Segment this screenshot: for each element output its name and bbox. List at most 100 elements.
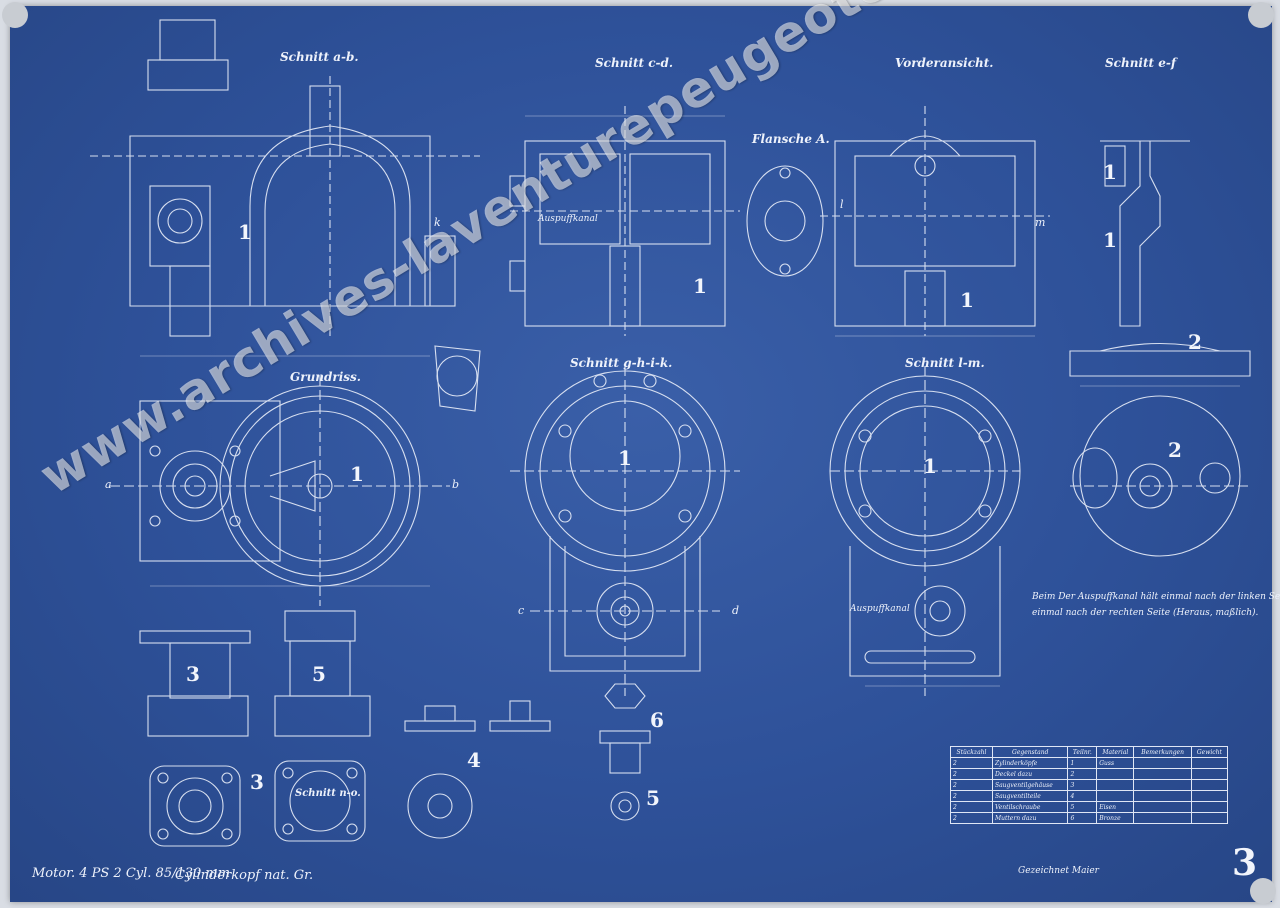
table-header-cell: Teilnr.: [1067, 746, 1098, 758]
part-number-6: 6: [650, 708, 664, 732]
sheet-number: 3: [1232, 842, 1258, 884]
part3-plan-drawing: [149, 765, 241, 847]
table-header-cell: Bemerkungen: [1133, 746, 1192, 758]
table-row: 2 Saugventilteile 4: [950, 790, 1229, 802]
section-ab-drawing: [90, 19, 481, 412]
footer-motor-spec: Motor. 4 PS 2 Cyl. 85/130 mm: [32, 866, 231, 881]
table-header-cell: Gewicht: [1190, 746, 1229, 758]
table-header-row: Stückzahl Gegenstand Teilnr. Material Be…: [950, 746, 1229, 758]
part-number-3: 3: [186, 662, 200, 686]
table-cell: Zylinderköpfe: [991, 757, 1069, 769]
part4-drawing: [404, 700, 551, 839]
view-title-section-lm: Schnitt l-m.: [905, 356, 985, 370]
part5-elevation-drawing: [274, 610, 371, 737]
part-number-2: 2: [1188, 330, 1202, 354]
table-cell: [1190, 768, 1229, 780]
view-title-section-cd: Schnitt c-d.: [595, 56, 674, 70]
label-auspuffkanal: Auspuffkanal: [538, 214, 598, 224]
part-number-1: 1: [960, 288, 974, 312]
table-cell: [1190, 801, 1229, 813]
table-cell: [1096, 790, 1135, 802]
part-number-5: 5: [312, 662, 326, 686]
section-letter-b: b: [452, 478, 460, 491]
part-number-1: 1: [238, 220, 252, 244]
note-line-1: Beim Der Auspuffkanal hält einmal nach d…: [1032, 592, 1280, 602]
table-cell: [1133, 801, 1192, 813]
view-title-plan: Grundriss.: [290, 370, 361, 384]
table-row: 2 Deckel dazu 2: [950, 768, 1229, 780]
part-number-1: 1: [923, 454, 937, 478]
label-auspuffkanal: Auspuffkanal: [850, 604, 910, 614]
technical-drawing: [90, 19, 1251, 847]
table-cell: [1190, 812, 1229, 824]
pushpin-icon: [1248, 2, 1274, 28]
table-header-cell: Material: [1096, 746, 1135, 758]
pushpin-icon: [2, 2, 28, 28]
table-cell: Muttern dazu: [991, 812, 1069, 824]
section-letter-d: d: [732, 604, 740, 617]
blueprint-sheet: Schnitt a-b. Schnitt c-d. Vorderansicht.…: [10, 0, 1280, 902]
table-row: 2 Saugventilgehäuse 3: [950, 779, 1229, 791]
section-letter-a: a: [105, 478, 112, 491]
front-view-drawing: [820, 106, 1050, 336]
part5-plan-drawing: [274, 760, 366, 842]
footer-signature: Gezeichnet Maier: [1018, 866, 1099, 876]
table-row: 2 Muttern dazu 6 Bronze: [950, 812, 1229, 824]
view-title-section-ab: Schnitt a-b.: [280, 50, 359, 64]
table-cell: 2: [950, 812, 993, 824]
table-cell: [1096, 768, 1135, 780]
table-cell: [1190, 779, 1229, 791]
table-cell: 4: [1067, 790, 1098, 802]
part-number-1: 1: [1103, 160, 1117, 184]
table-cell: 2: [950, 790, 993, 802]
section-cd-drawing: [509, 106, 740, 336]
table-cell: [1133, 812, 1192, 824]
table-cell: 2: [1067, 768, 1098, 780]
table-cell: 2: [950, 768, 993, 780]
view-title-section-no: Schnitt n-o.: [295, 788, 361, 799]
table-row: 2 Ventilschraube 5 Eisen: [950, 801, 1229, 813]
table-cell: Guss: [1096, 757, 1135, 769]
view-title-flange: Flansche A.: [752, 132, 830, 146]
part-number-5: 5: [646, 786, 660, 810]
table-cell: 1: [1067, 757, 1098, 769]
table-cell: [1190, 757, 1229, 769]
part-number-1: 1: [1103, 228, 1117, 252]
pushpin-icon: [1250, 878, 1276, 904]
table-cell: 6: [1067, 812, 1098, 824]
parts-list-table: Stückzahl Gegenstand Teilnr. Material Be…: [950, 746, 1229, 824]
table-cell: [1133, 768, 1192, 780]
table-cell: Deckel dazu: [991, 768, 1069, 780]
table-cell: 2: [950, 757, 993, 769]
part3-elevation-drawing: [139, 630, 251, 737]
view-title-section-ghik: Schnitt g-h-i-k.: [570, 356, 673, 370]
table-cell: [1133, 757, 1192, 769]
table-cell: 2: [950, 779, 993, 791]
section-ghik-drawing: [510, 366, 740, 696]
part-number-1: 1: [350, 462, 364, 486]
note-line-2: einmal nach der rechten Seite (Heraus, m…: [1032, 608, 1259, 618]
table-cell: [1133, 790, 1192, 802]
table-cell: [1096, 779, 1135, 791]
part-number-4: 4: [467, 748, 481, 772]
table-cell: 3: [1067, 779, 1098, 791]
footer-drawing-title: Cylinderkopf nat. Gr.: [175, 868, 314, 883]
section-letter-k: k: [434, 216, 441, 229]
view-title-front-view: Vorderansicht.: [895, 56, 994, 70]
table-cell: 2: [950, 801, 993, 813]
part-number-2: 2: [1168, 438, 1182, 462]
table-cell: Bronze: [1096, 812, 1135, 824]
part-number-3: 3: [250, 770, 264, 794]
table-row: 2 Zylinderköpfe 1 Guss: [950, 757, 1229, 769]
flange-drawing: [746, 165, 824, 277]
table-cell: Saugventilteile: [991, 790, 1069, 802]
part6-drawing: [599, 683, 651, 821]
view-title-section-ef: Schnitt e-f: [1105, 56, 1177, 70]
part2-plan-drawing: [1070, 395, 1250, 557]
section-letter-l: l: [840, 198, 844, 211]
section-ef-drawing: [1069, 140, 1251, 377]
table-cell: Saugventilgehäuse: [991, 779, 1069, 791]
section-letter-c: c: [518, 604, 525, 617]
table-header-cell: Stückzahl: [950, 746, 993, 758]
section-letter-m: m: [1035, 216, 1046, 229]
